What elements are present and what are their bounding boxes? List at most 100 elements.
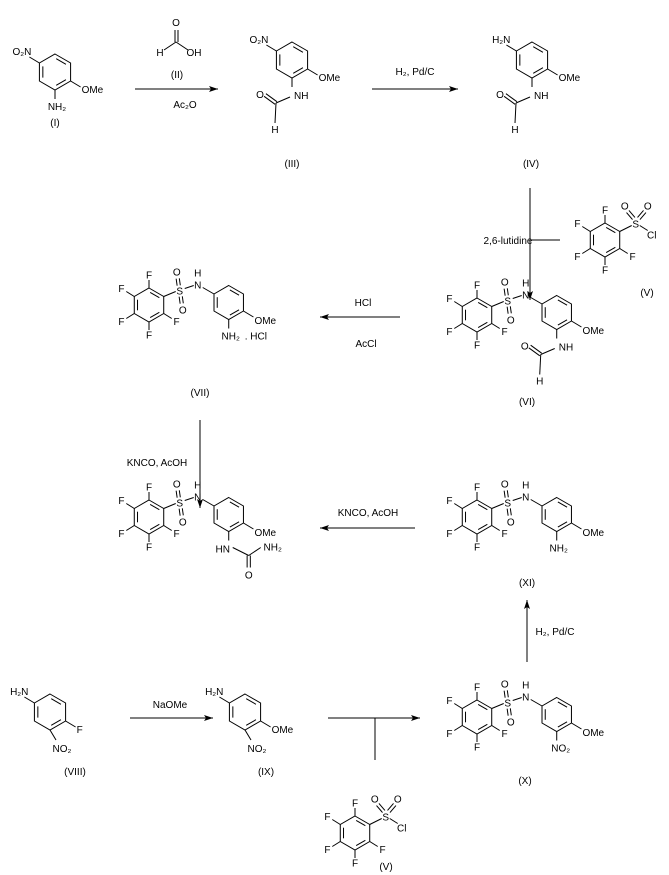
oxygen-label: O bbox=[371, 795, 379, 806]
aromatic-bond bbox=[149, 291, 160, 299]
sulfur-label: S bbox=[504, 699, 511, 710]
double-bond bbox=[178, 278, 181, 286]
double-bond bbox=[503, 95, 516, 105]
hydrogen-label: H bbox=[536, 377, 543, 388]
fluorine-label: F bbox=[629, 252, 635, 263]
aromatic-bond bbox=[477, 503, 488, 511]
hydrogen-label: H bbox=[156, 48, 163, 59]
bond bbox=[491, 301, 504, 307]
double-bond bbox=[509, 306, 512, 314]
chlorine-label: Cl bbox=[397, 824, 406, 835]
bond bbox=[163, 313, 172, 319]
double-bond bbox=[503, 288, 506, 296]
methoxy-label: OMe bbox=[582, 528, 604, 539]
bond bbox=[530, 499, 543, 507]
oxygen-label: O bbox=[173, 480, 181, 491]
sulfur-label: S bbox=[176, 499, 183, 510]
aromatic-bond bbox=[532, 67, 544, 74]
fluorine-label: F bbox=[474, 683, 480, 694]
bond bbox=[243, 310, 254, 318]
oxygen-label: O bbox=[501, 680, 509, 691]
bond bbox=[582, 248, 591, 254]
double-bond bbox=[178, 508, 181, 516]
aromatic-bond bbox=[149, 311, 160, 319]
nitrogen-label: N bbox=[194, 493, 201, 504]
fluorine-label: F bbox=[446, 729, 452, 740]
aromatic-bond bbox=[292, 46, 304, 53]
benzene-ring bbox=[541, 696, 572, 733]
aromatic-bond bbox=[557, 521, 568, 528]
bond bbox=[70, 80, 81, 88]
aromatic-bond bbox=[557, 319, 568, 326]
double-bond bbox=[506, 708, 509, 716]
bond bbox=[202, 287, 215, 295]
oxygen-label: O bbox=[245, 571, 253, 582]
nitrogen-label: N bbox=[194, 281, 201, 292]
benzene-ring bbox=[515, 41, 549, 79]
aromatic-bond bbox=[229, 521, 240, 528]
compound-label-II: (II) bbox=[171, 70, 183, 81]
oxygen-label: O bbox=[507, 718, 515, 729]
arrow-head bbox=[411, 715, 420, 721]
bond bbox=[243, 522, 254, 530]
bond bbox=[571, 722, 582, 730]
double-bond bbox=[626, 212, 633, 220]
benzene-ring bbox=[461, 297, 493, 333]
aromatic-bond bbox=[50, 719, 62, 726]
methoxy-label: OMe bbox=[82, 85, 104, 96]
methoxy-label: OMe bbox=[319, 73, 341, 84]
bond bbox=[184, 497, 194, 501]
compound-label-VII: (VII) bbox=[191, 388, 210, 399]
aromatic-bond bbox=[245, 719, 257, 726]
bond bbox=[530, 699, 543, 707]
bond bbox=[454, 301, 463, 307]
fluorine-label: F bbox=[446, 529, 452, 540]
amine-label: NH₂ bbox=[550, 544, 568, 555]
hcl-salt-label: . HCl bbox=[245, 332, 267, 343]
bond bbox=[332, 841, 341, 847]
fluorine-label: F bbox=[146, 271, 152, 282]
bond bbox=[248, 547, 261, 556]
methoxy-label: OMe bbox=[582, 326, 604, 337]
methoxy-label: OMe bbox=[582, 728, 604, 739]
bond bbox=[454, 703, 463, 709]
aromatic-bond bbox=[477, 301, 488, 309]
hydrogen-label: H bbox=[194, 481, 201, 492]
compound-label-X: (X) bbox=[518, 776, 531, 787]
double-bond bbox=[628, 210, 636, 218]
aromatic-bond bbox=[605, 246, 616, 254]
fluorine-label: F bbox=[446, 696, 452, 707]
fluorine-label: F bbox=[602, 206, 608, 217]
arrow-head bbox=[320, 314, 329, 320]
hydrogen-label: H bbox=[522, 681, 529, 692]
bond bbox=[266, 44, 277, 52]
bond bbox=[163, 525, 172, 531]
bond bbox=[512, 295, 522, 299]
aromatic-bond bbox=[55, 58, 67, 65]
bond bbox=[571, 522, 582, 530]
hydrogen-label: H bbox=[522, 279, 529, 290]
bond bbox=[512, 697, 522, 701]
oxygen-label: O bbox=[507, 316, 515, 327]
hydrogen-label: H bbox=[511, 125, 518, 136]
bond bbox=[260, 720, 271, 728]
double-bond bbox=[178, 296, 181, 304]
bond bbox=[619, 225, 632, 232]
fluorine-label: F bbox=[352, 858, 358, 869]
bond bbox=[244, 729, 252, 741]
aromatic-bond bbox=[557, 721, 568, 728]
aromatic-bond bbox=[477, 523, 488, 531]
sulfur-label: S bbox=[382, 813, 389, 824]
aromatic-bond bbox=[477, 723, 488, 731]
aromatic-bond bbox=[605, 226, 616, 234]
fluorine-label: F bbox=[324, 812, 330, 823]
oxygen-label: O bbox=[173, 268, 181, 279]
bond bbox=[619, 248, 628, 254]
bond bbox=[639, 225, 648, 231]
sulfur-label: S bbox=[632, 220, 639, 231]
compound-label-V: (V) bbox=[640, 288, 653, 299]
fluorine-label: F bbox=[474, 483, 480, 494]
compound-label-I: (I) bbox=[50, 118, 59, 129]
oxygen-label: O bbox=[501, 278, 509, 289]
bond bbox=[454, 503, 463, 509]
